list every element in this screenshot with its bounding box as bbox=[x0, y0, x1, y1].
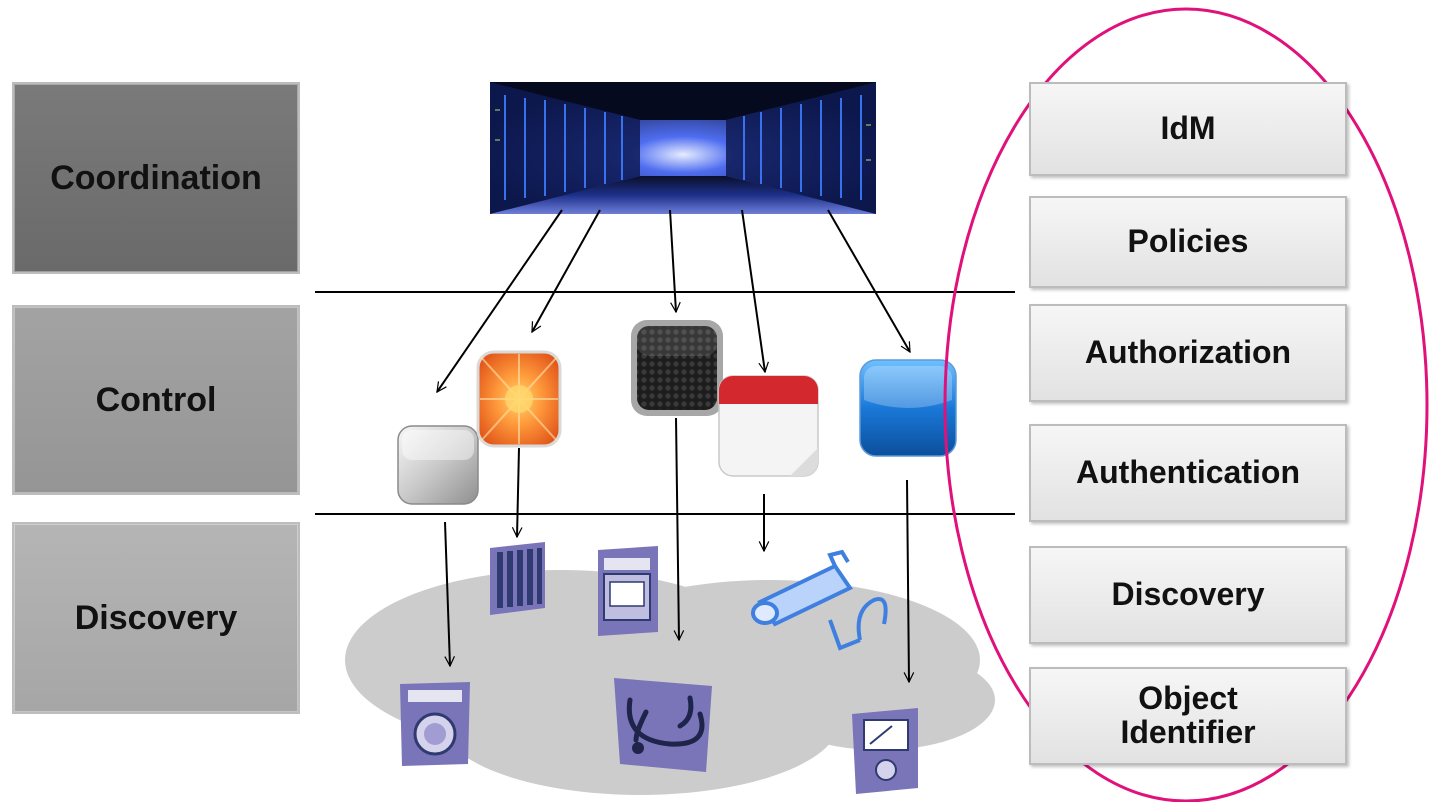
washing-machine-icon bbox=[400, 682, 470, 766]
layer-discovery-label: Discovery bbox=[74, 598, 238, 637]
arrow-silver-to-washer bbox=[444, 521, 450, 666]
arrow-black-to-stethoscope bbox=[676, 417, 679, 640]
data-center-photo bbox=[490, 82, 876, 214]
service-policies-label: Policies bbox=[1127, 223, 1249, 260]
layer-coordination: Coordination bbox=[12, 82, 300, 274]
layer-coordination-label: Coordination bbox=[50, 158, 262, 197]
security-services-highlight bbox=[943, 7, 1429, 802]
service-authorization-label: Authorization bbox=[1084, 334, 1292, 371]
arrow-server-to-black bbox=[669, 209, 676, 312]
meter-icon bbox=[852, 708, 918, 794]
blue-app-icon bbox=[859, 359, 957, 457]
connection-arrows bbox=[436, 209, 911, 682]
calendar-app-icon bbox=[718, 375, 819, 477]
service-authentication: Authentication bbox=[1029, 424, 1347, 522]
service-idm-label: IdM bbox=[1160, 110, 1216, 147]
service-authorization: Authorization bbox=[1029, 304, 1347, 402]
arrow-blue-to-meter bbox=[907, 479, 909, 682]
service-object-identifier: Object Identifier bbox=[1029, 667, 1347, 765]
arrow-server-to-blue bbox=[827, 209, 911, 352]
stove-icon bbox=[598, 546, 658, 636]
service-authentication-label: Authentication bbox=[1076, 454, 1300, 491]
black-mesh-app-icon bbox=[631, 320, 723, 416]
service-object-identifier-label: Object Identifier bbox=[1120, 680, 1256, 750]
arrow-orange-to-radiator bbox=[517, 447, 519, 537]
radiator-icon bbox=[490, 542, 545, 615]
layer-discovery: Discovery bbox=[12, 522, 300, 714]
orange-sunburst-app-icon bbox=[476, 350, 562, 448]
stethoscope-icon bbox=[614, 678, 712, 772]
silver-app-icon bbox=[397, 425, 479, 505]
arrow-server-to-calendar bbox=[741, 209, 765, 372]
service-discovery-label: Discovery bbox=[1111, 576, 1265, 613]
arrow-server-to-silver bbox=[436, 209, 563, 392]
security-camera-icon bbox=[751, 549, 888, 651]
service-policies: Policies bbox=[1029, 196, 1347, 288]
service-idm: IdM bbox=[1029, 82, 1347, 176]
layer-control-label: Control bbox=[95, 380, 217, 419]
arrow-server-to-orange bbox=[531, 209, 601, 332]
layer-control: Control bbox=[12, 305, 300, 495]
service-discovery: Discovery bbox=[1029, 546, 1347, 644]
